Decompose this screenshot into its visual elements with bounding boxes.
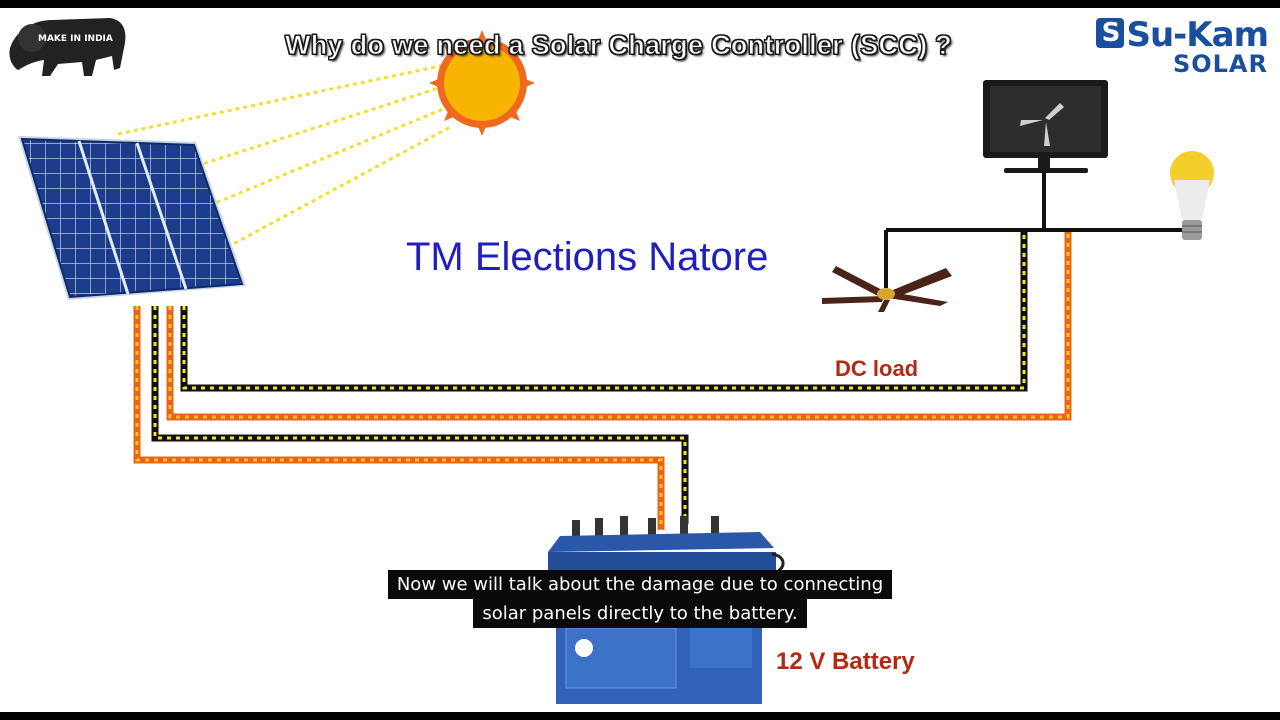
make-in-india-logo [9,18,126,76]
load-bus [884,168,1186,288]
brand-mark: S [1096,18,1125,48]
light-bulb-icon [1170,151,1214,240]
video-title: Why do we need a Solar Charge Controller… [285,30,953,61]
wire-load-positive [166,232,1072,421]
brand-name: Su-Kam [1126,15,1269,55]
solar-panel-icon [18,136,246,300]
caption-line-2: solar panels directly to the battery. [473,599,807,628]
make-in-india-text: MAKE IN INDIA [38,34,113,44]
wire-battery-positive [133,306,665,530]
caption-line-1: Now we will talk about the damage due to… [387,570,893,599]
brand-sub: SOLAR [1172,50,1268,78]
channel-watermark: TM Elections Natore [406,235,769,279]
ceiling-fan-icon [822,266,952,312]
sun-icon [429,30,535,136]
dc-load-label: DC load [835,356,919,381]
video-frame: Why do we need a Solar Charge Controller… [0,8,1280,712]
solar-diagram [9,18,1214,704]
television-icon [983,80,1108,173]
caption-box: Now we will talk about the damage due to… [0,570,1280,628]
wire-load-negative [180,232,1028,392]
battery-label: 12 V Battery [776,648,915,675]
wire-battery-negative [151,306,689,524]
